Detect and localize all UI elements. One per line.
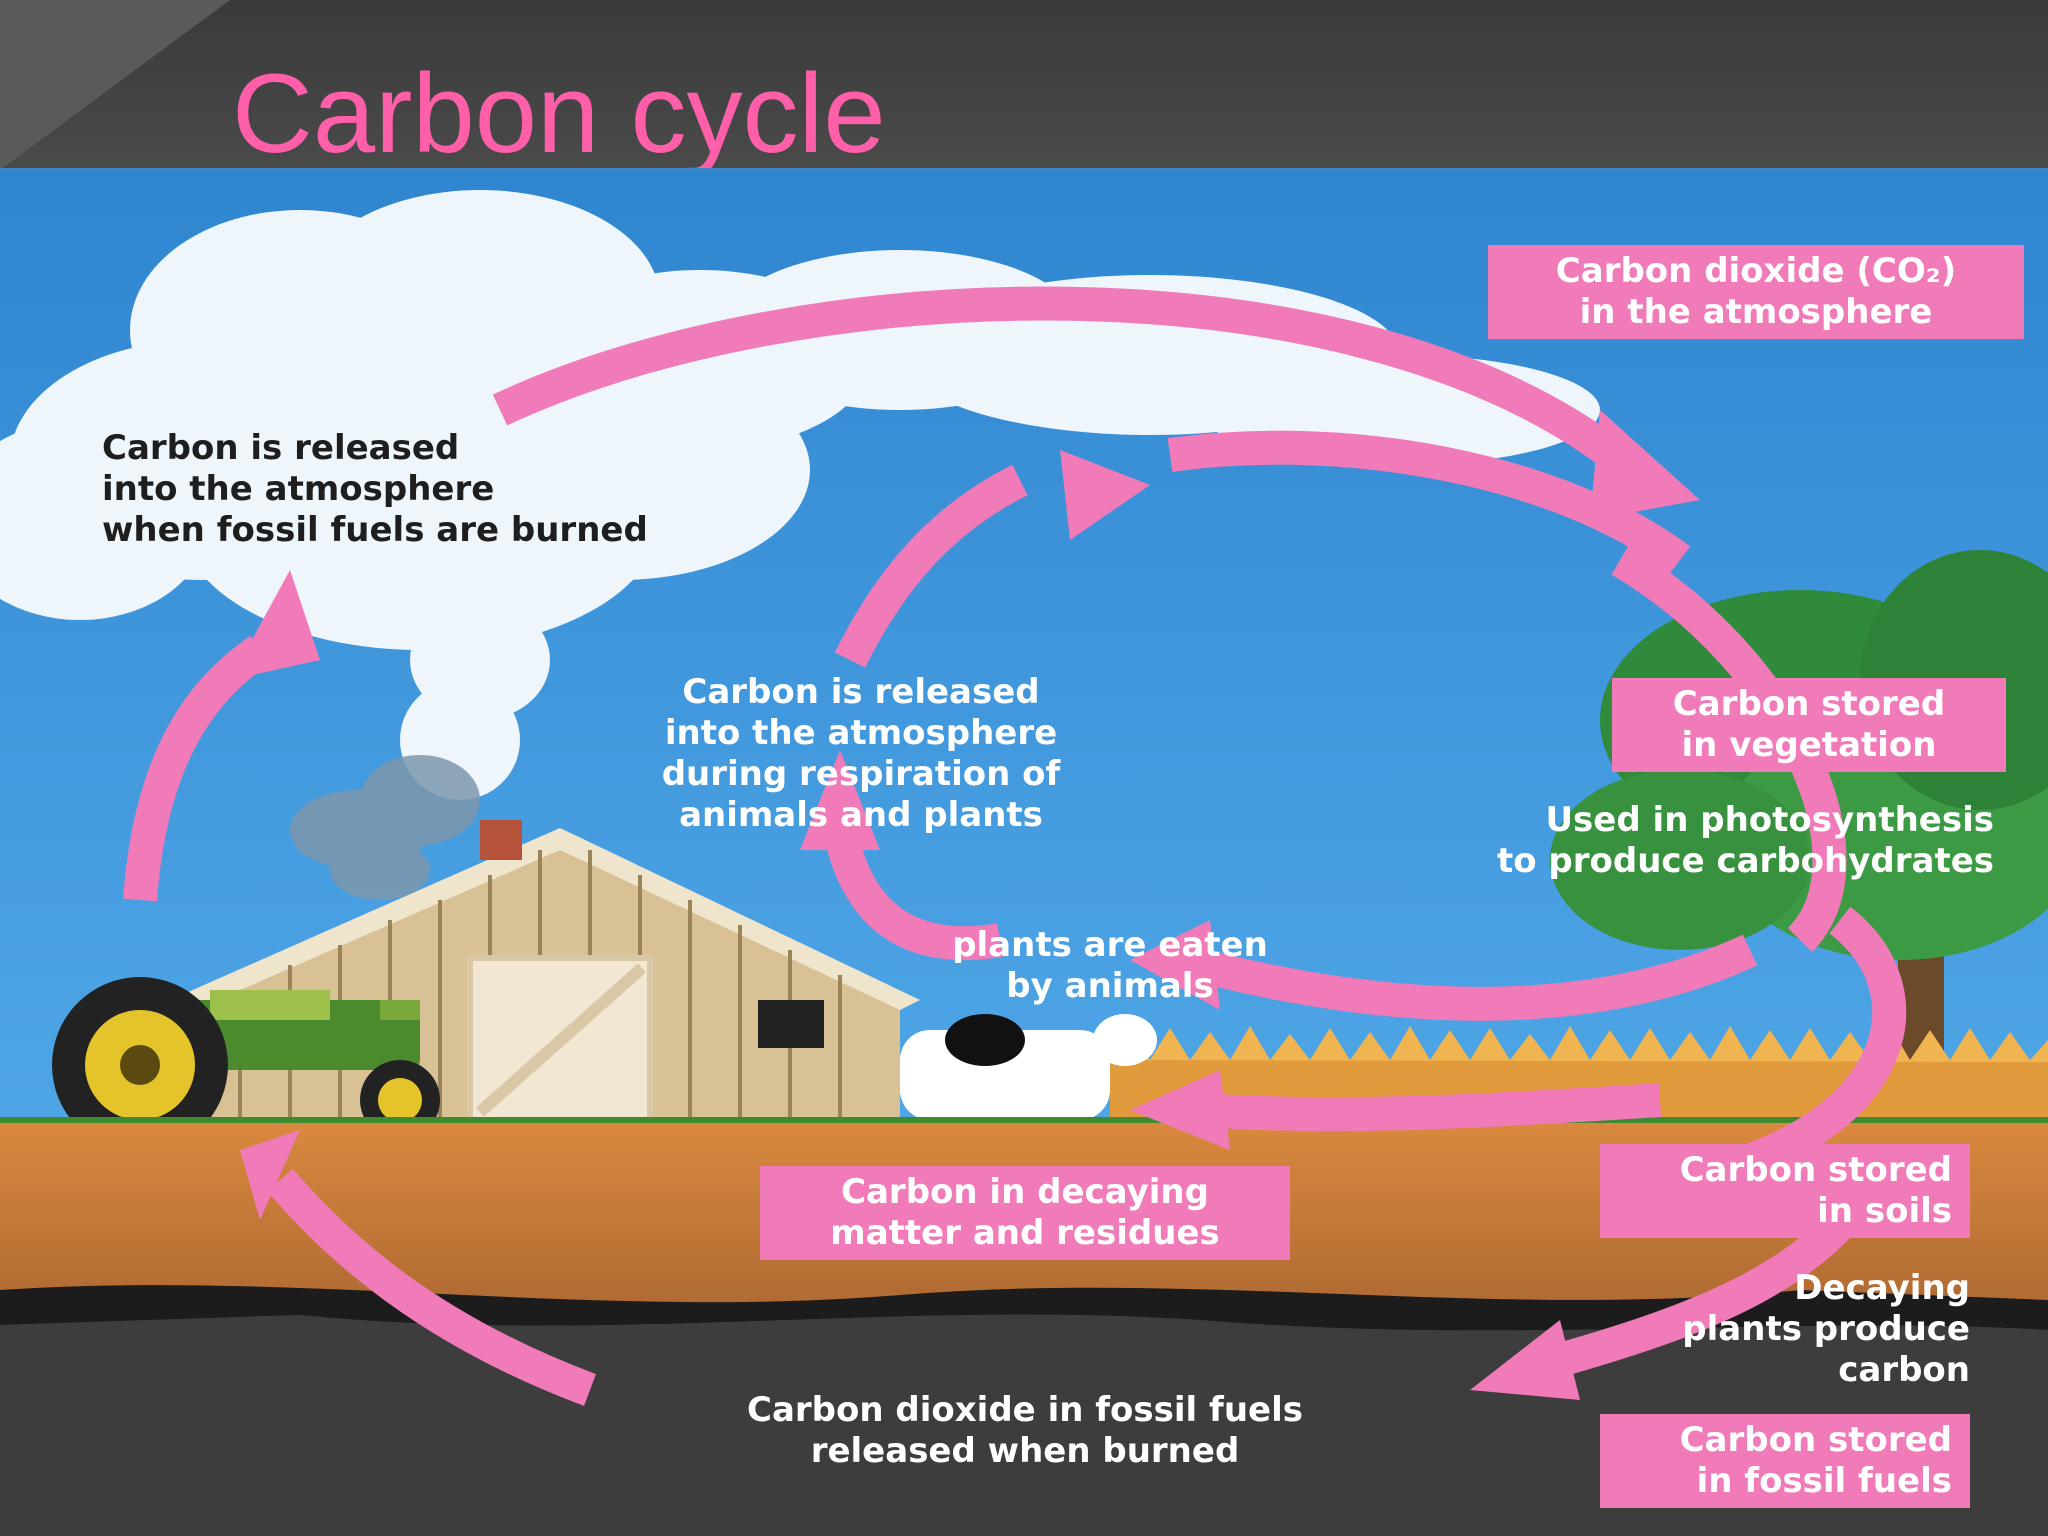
chimney-smoke [290, 755, 480, 900]
label-eaten: plants are eaten by animals [952, 925, 1268, 1006]
slide-title: Carbon cycle [232, 51, 886, 176]
label-soils: Carbon stored in soils [1600, 1144, 1970, 1238]
label-decaying-plants: Decaying plants produce carbon [1682, 1268, 1970, 1390]
arrowheads [230, 410, 1700, 1400]
ground-line [0, 1117, 2048, 1123]
label-co2-atmosphere: Carbon dioxide (CO₂) in the atmosphere [1488, 245, 2024, 339]
label-vegetation: Carbon stored in vegetation [1612, 678, 2006, 772]
title-bar [0, 0, 2048, 170]
cow [900, 1014, 1157, 1120]
label-fossil-burned: Carbon is released into the atmosphere w… [102, 428, 648, 550]
label-fossil-released: Carbon dioxide in fossil fuels released … [747, 1390, 1303, 1471]
rock-layer [0, 1285, 2048, 1331]
label-respiration: Carbon is released into the atmosphere d… [661, 672, 1061, 835]
label-photosynthesis: Used in photosynthesis to produce carboh… [1496, 800, 1994, 881]
label-decaying-matter: Carbon in decaying matter and residues [760, 1166, 1290, 1260]
title-divider [0, 168, 2048, 172]
corner-decoration [0, 0, 230, 170]
label-fossil-stored: Carbon stored in fossil fuels [1600, 1414, 1970, 1508]
